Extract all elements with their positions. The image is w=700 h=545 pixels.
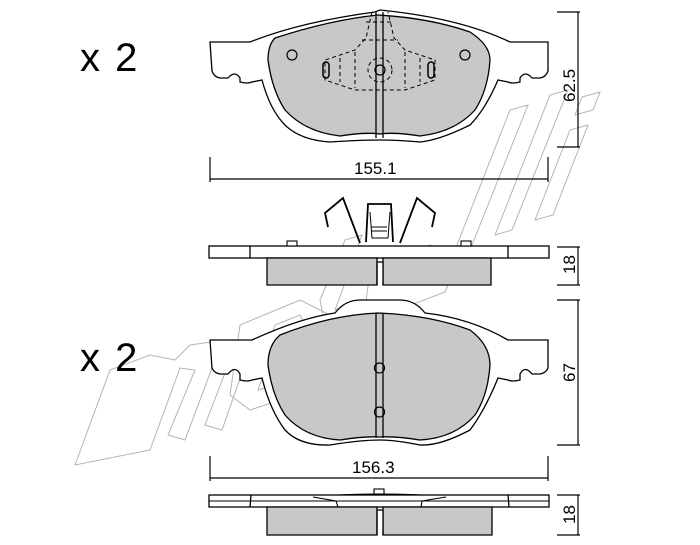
inner-pad-side-view	[208, 488, 550, 536]
inner-pad-pin-lower	[373, 406, 386, 418]
anti-rattle-spring-clip	[324, 196, 436, 244]
inner-pad-friction-material	[267, 312, 491, 441]
outer-pad-side-view	[208, 196, 550, 286]
dim-inner-width	[209, 456, 549, 481]
outer-pad-quantity-label: x 2	[80, 36, 140, 80]
dim-outer-height	[557, 11, 580, 148]
inner-pad-pin-upper	[373, 362, 386, 374]
inner-pad-quantity-label: x 2	[80, 336, 140, 380]
inner-pad-height-label: 67	[560, 363, 579, 382]
inner-pad-thickness-label: 18	[560, 505, 579, 524]
outer-pad-hole-left	[286, 49, 298, 61]
dim-outer-thickness	[557, 246, 580, 286]
outer-pad-hole-right	[459, 49, 471, 61]
outer-pad-width-label: 155.1	[354, 159, 397, 178]
outer-pad-front-view	[209, 9, 549, 143]
dim-inner-thickness	[557, 494, 580, 536]
dim-inner-height	[557, 299, 580, 446]
dim-outer-width	[209, 157, 549, 182]
inner-pad-front-view	[209, 299, 549, 446]
inner-pad-width-label: 156.3	[352, 458, 395, 477]
outer-pad-height-label: 62.5	[560, 69, 579, 102]
outer-pad-thickness-label: 18	[560, 255, 579, 274]
